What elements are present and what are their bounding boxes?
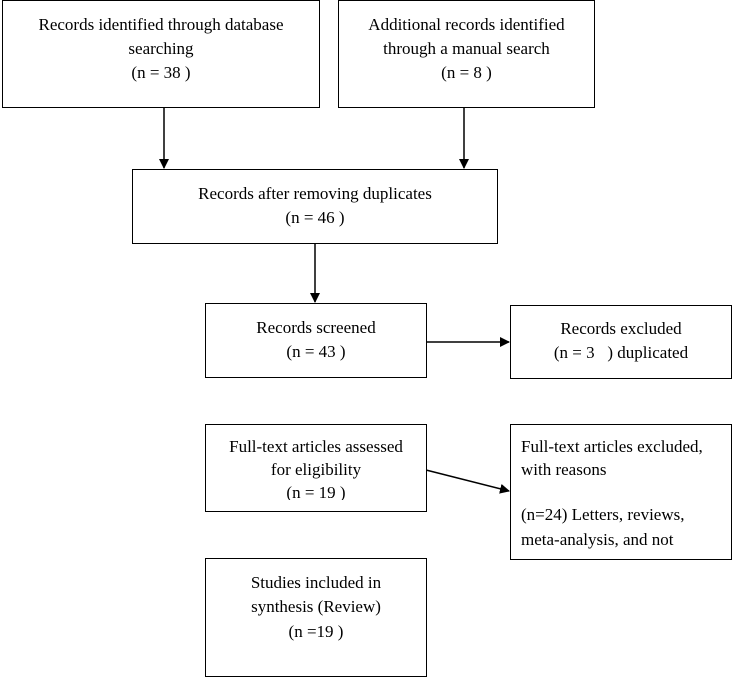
box-database-search-count: (n = 38 ) xyxy=(131,63,191,82)
box-manual-search: Additional records identified through a … xyxy=(338,0,595,108)
box-manual-search-line1: Additional records identified xyxy=(368,15,565,34)
box-studies-included-line1: Studies included in xyxy=(250,573,382,592)
box-records-screened: Records screened (n = 43 ) xyxy=(205,303,427,378)
box-records-excluded: Records excluded (n = 3 ) duplicated xyxy=(510,305,732,379)
box-fulltext-excluded-line3: (n=24) Letters, reviews, xyxy=(521,505,685,524)
box-fulltext-excluded: Full-text articles excluded, with reason… xyxy=(510,424,732,560)
box-fulltext-excluded-line1: Full-text articles excluded, xyxy=(521,437,703,456)
box-after-duplicates-line1: Records after removing duplicates xyxy=(198,184,432,203)
box-fulltext-excluded-line4: meta-analysis, and not xyxy=(521,530,674,549)
box-records-excluded-count: (n = 3 ) duplicated xyxy=(553,343,689,362)
box-fulltext-assessed-line1: Full-text articles assessed xyxy=(229,437,403,456)
box-manual-search-line2: through a manual search xyxy=(383,39,550,58)
box-studies-included-count: (n =19 ) xyxy=(288,622,344,641)
box-records-screened-count: (n = 43 ) xyxy=(286,342,346,361)
box-fulltext-assessed-line2: for eligibility xyxy=(270,460,362,479)
box-fulltext-assessed: Full-text articles assessed for eligibil… xyxy=(205,424,427,512)
box-database-search: Records identified through database sear… xyxy=(2,0,320,108)
box-studies-included: Studies included in synthesis (Review) (… xyxy=(205,558,427,677)
box-studies-included-line2: synthesis (Review) xyxy=(251,597,381,616)
box-database-search-line2: searching xyxy=(128,39,194,58)
box-manual-search-count: (n = 8 ) xyxy=(441,63,492,82)
box-records-excluded-line1: Records excluded xyxy=(560,319,682,338)
box-records-screened-line1: Records screened xyxy=(256,318,376,337)
box-fulltext-assessed-count: (n = 19 ) xyxy=(286,483,346,500)
arrow-fulltext-to-excluded xyxy=(425,469,510,494)
box-fulltext-excluded-line2: with reasons xyxy=(521,460,607,479)
box-after-duplicates: Records after removing duplicates (n = 4… xyxy=(132,169,498,244)
box-after-duplicates-count: (n = 46 ) xyxy=(285,208,345,227)
box-database-search-line1: Records identified through database xyxy=(38,15,284,34)
